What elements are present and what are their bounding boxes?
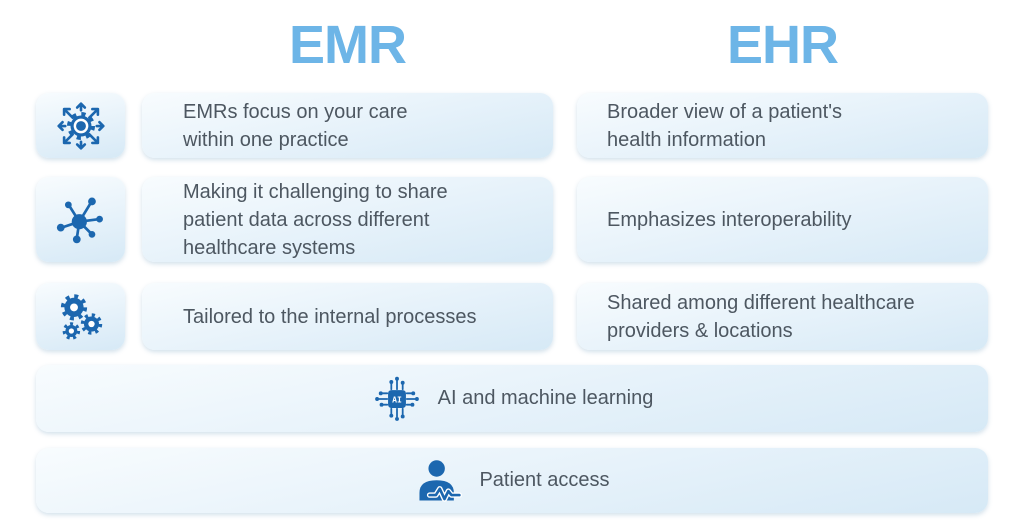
ai-chip-label: AI [392, 394, 402, 404]
row3-icon-box [36, 283, 125, 350]
patient-row-label: Patient access [479, 469, 610, 491]
ai-row-label: AI and machine learning [437, 387, 654, 409]
emr-row3-card: Tailored to the internal processes [142, 283, 553, 350]
ehr-row1-text: Broader view of a patient's health infor… [607, 100, 843, 151]
emr-column-title: EMR [289, 15, 407, 75]
row2-icon-box [36, 177, 125, 262]
ehr-row2-card: Emphasizes interoperability [577, 177, 988, 262]
emr-row2-text: Making it challenging to share patient d… [183, 180, 448, 259]
network-nodes-icon [54, 193, 108, 247]
emr-row1-text: EMRs focus on your care within one pract… [183, 100, 408, 151]
gears-icon [53, 289, 109, 345]
ai-chip-icon: AI [371, 373, 423, 425]
ehr-column-title: EHR [726, 15, 839, 75]
expand-gear-icon [53, 98, 109, 154]
ehr-row1-card: Broader view of a patient's health infor… [577, 93, 988, 158]
patient-access-icon [414, 456, 464, 506]
shared-row-patient: Patient access [36, 448, 988, 513]
emr-row2-card: Making it challenging to share patient d… [142, 177, 553, 262]
ehr-row2-text: Emphasizes interoperability [607, 208, 852, 231]
ehr-row3-text: Shared among different healthcare provid… [607, 291, 915, 342]
emr-row1-card: EMRs focus on your care within one pract… [142, 93, 553, 158]
ehr-row3-card: Shared among different healthcare provid… [577, 283, 988, 350]
row1-icon-box [36, 93, 125, 158]
emr-row3-text: Tailored to the internal processes [183, 305, 477, 328]
shared-row-ai: AI AI and machine learning [36, 365, 988, 432]
